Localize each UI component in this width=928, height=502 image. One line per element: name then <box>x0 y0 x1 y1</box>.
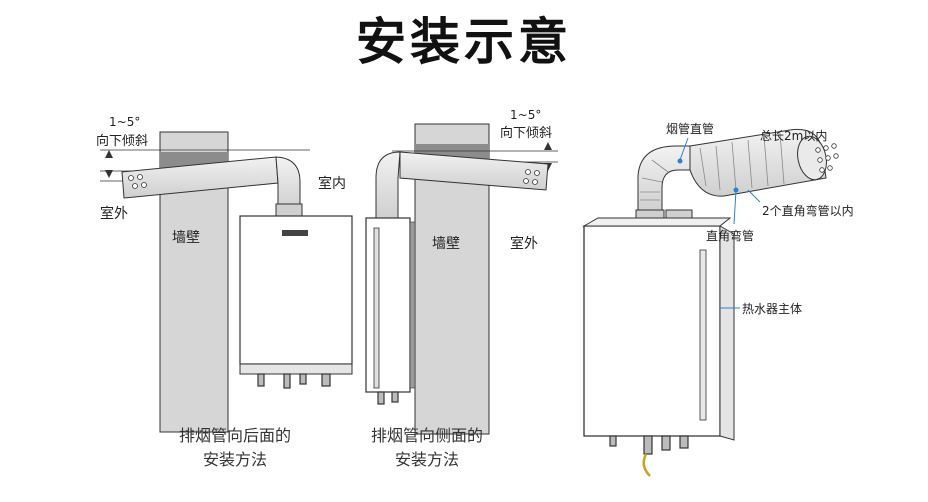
angle-marker-1 <box>105 150 113 158</box>
elbow-label: 直角弯管 <box>706 228 754 243</box>
water-heater-1 <box>239 215 353 365</box>
heater-pipes-2 <box>377 391 399 405</box>
elbow-limit-label: 2个直角弯管以内 <box>762 203 854 218</box>
side-installation-diagram: 1~5° 向下倾斜 墙壁 室外 <box>365 108 558 435</box>
straight-pipe-label: 烟管直管 <box>666 121 714 136</box>
caption-rear-line1: 排烟管向后面的 <box>178 426 291 445</box>
heater-3-side <box>719 225 735 441</box>
rear-installation-diagram: 1~5° 向下倾斜 室外 室内 墙壁 <box>96 115 353 433</box>
water-heater-3 <box>583 225 721 437</box>
heater-2-bracket <box>409 221 416 389</box>
vent-holes-2 <box>523 169 540 185</box>
pipe-outlet <box>797 135 827 181</box>
heater-body-label: 热水器主体 <box>742 302 802 316</box>
flue-pipe-2 <box>399 151 549 191</box>
elbow-pipe-1 <box>275 156 301 211</box>
heater-pipes-3 <box>609 435 689 477</box>
heater-3-window <box>699 249 707 421</box>
pipe-spec-diagram: 烟管直管 总长2m以内 2个直角弯管以内 直角弯管 热水器主体 <box>582 121 854 477</box>
angle-label-1: 1~5° <box>109 115 140 129</box>
vent-holes-1 <box>128 174 147 189</box>
caption-rear-line2: 安装方法 <box>202 450 267 469</box>
heater-bottom-1 <box>239 363 353 375</box>
wall-label-1: 墙壁 <box>172 230 200 246</box>
water-heater-2 <box>365 217 411 393</box>
indoor-label-1: 室内 <box>318 175 346 192</box>
elbow-flue-pipe <box>689 128 827 197</box>
heater-2-panel <box>373 227 380 389</box>
page-title: 安装示意 <box>356 13 572 71</box>
callout-arrows <box>677 137 761 309</box>
angle-marker-2 <box>544 142 552 150</box>
elbow-pipe-2 <box>375 151 401 219</box>
straight-flue-pipe <box>637 145 691 215</box>
caption-side-line1: 排烟管向侧面的 <box>370 426 483 445</box>
angle-label-2: 1~5° <box>510 108 541 122</box>
angle-marker-1b <box>105 170 113 178</box>
heater-3-top <box>582 217 732 227</box>
caption-side-installation: 排烟管向侧面的 安装方法 <box>342 424 512 472</box>
tilt-label-1: 向下倾斜 <box>96 133 148 149</box>
outdoor-label-2: 室外 <box>510 235 538 252</box>
tilt-label-2: 向下倾斜 <box>500 125 552 141</box>
caption-side-line2: 安装方法 <box>394 450 459 469</box>
wall-label-2: 墙壁 <box>432 236 460 252</box>
heater-logo-1 <box>282 230 308 236</box>
caption-rear-installation: 排烟管向后面的 安装方法 <box>150 424 320 472</box>
total-length-label: 总长2m以内 <box>760 129 827 143</box>
outdoor-label-1: 室外 <box>100 205 128 222</box>
heater-pipes-1 <box>257 373 331 389</box>
vent-holes-3 <box>815 143 839 173</box>
pipe-ribs <box>640 132 785 201</box>
